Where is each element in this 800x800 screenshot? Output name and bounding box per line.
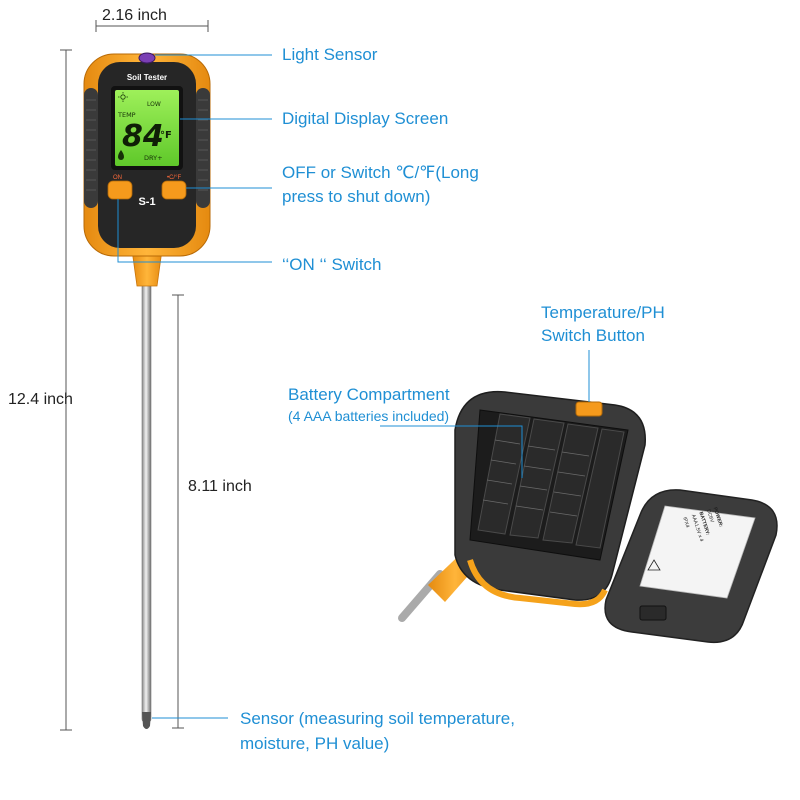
sun-icon [118,92,128,102]
callout-on-switch: ‘‘ON ‘‘ Switch [282,255,382,274]
probe-dimension-label: 8.11 inch [188,478,252,495]
unit-button-label: •C/°F [167,175,182,181]
callout-sensor-2: moisture, PH value) [240,734,390,753]
lcd-temp: TEMP [117,111,136,119]
battery-cover-sticker [639,505,756,599]
callout-temp-ph-1: Temperature/PH [541,303,665,322]
callout-sensor-1: Sensor (measuring soil temperature, [240,709,515,728]
temp-ph-switch-button[interactable] [575,401,603,417]
unit-switch-button[interactable] [161,180,187,200]
brand-label: Soil Tester [127,73,167,82]
soil-tester-back [398,390,646,622]
sticker-rating: IPX4 [681,516,690,528]
on-button-label: ON [113,175,122,181]
sticker-voltage: DC6V [705,509,715,524]
callout-off-switch-1: OFF or Switch ℃/℉(Long [282,163,479,182]
height-dimension [60,49,72,731]
lcd-low: LOW [147,101,161,108]
droplet-icon [118,150,124,160]
callout-battery-2: (4 AAA batteries included) [288,408,450,424]
lcd-reading: 84 [122,119,164,154]
light-sensor [138,52,156,64]
model-label: S-1 [138,196,155,208]
callout-off-switch-2: press to shut down) [282,187,431,206]
callout-temp-ph-2: Switch Button [541,326,645,345]
lcd-unit: °F [160,130,172,141]
soil-tester-front: Soil Tester LOW TEMP 84 °F DRY+ ON •C/°F… [83,52,211,729]
warning-icon [647,559,661,571]
probe-tip [142,712,151,729]
probe-dimension [172,294,184,729]
callout-display: Digital Display Screen [282,109,449,128]
probe-rod [141,281,152,723]
width-dimension [95,20,209,32]
on-button[interactable] [107,180,133,200]
lcd-dry: DRY+ [144,154,163,162]
battery-cover-tab [639,605,667,621]
callout-battery-1: Battery Compartment [288,385,450,404]
aaa-batteries [477,413,625,549]
callout-light-sensor: Light Sensor [282,45,378,64]
front-leader-lines [117,54,272,719]
back-leader-lines [380,350,590,478]
battery-cover: POWER: DC6V BATTERY: AAA1.5V x 4 IPX4 [604,489,778,644]
lcd-screen [115,90,179,166]
height-dimension-label: 12.4 inch [8,391,73,408]
width-dimension-label: 2.16 inch [102,7,167,24]
